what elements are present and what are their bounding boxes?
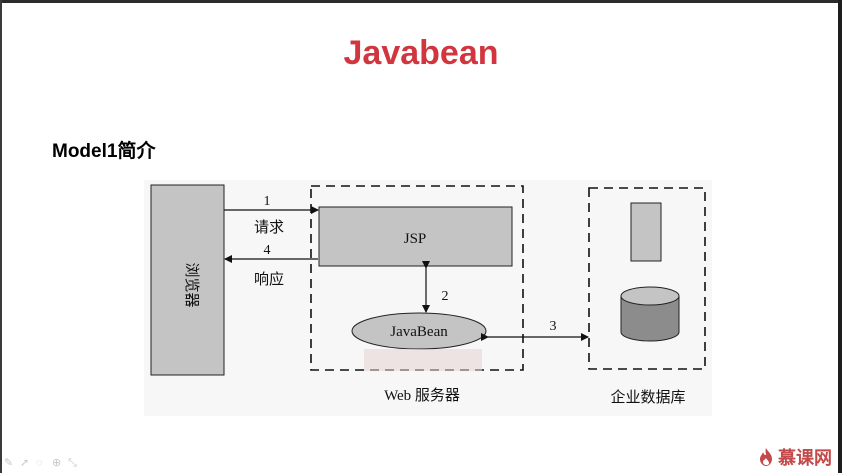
jsp-box (318, 206, 513, 267)
step2-number: 2 (442, 289, 449, 304)
step3-number: 3 (550, 319, 557, 334)
slide-title: Javabean (343, 34, 499, 72)
presentation-toolbar: ✎ ➚ ◌ ⊕ ⤡ (4, 457, 80, 469)
right-frame-border (838, 0, 842, 473)
database-label: 企业数据库 (610, 388, 685, 406)
step4-label: 响应 (254, 270, 284, 288)
browser-box (150, 184, 225, 376)
db-server-rect (630, 202, 662, 262)
left-frame-border (0, 0, 2, 473)
imooc-logo: 慕课网 (758, 444, 832, 470)
watermark-block (364, 349, 482, 371)
browser-label: 浏览器 (183, 262, 200, 307)
step1-label: 请求 (254, 219, 284, 236)
comment-icon[interactable]: ◌ (36, 457, 43, 469)
web-server-label: Web 服务器 (384, 387, 460, 404)
logo-text: 慕课网 (778, 448, 832, 469)
slide-subtitle: Model1简介 (52, 141, 156, 162)
step4-number: 4 (264, 243, 271, 258)
jsp-label: JSP (404, 231, 427, 247)
flame-icon (760, 448, 772, 466)
top-frame-border (0, 0, 842, 3)
pointer-icon[interactable]: ⤡ (68, 457, 77, 469)
javabean-label: JavaBean (390, 324, 448, 340)
database-cylinder-icon (620, 286, 680, 342)
zoom-icon[interactable]: ⊕ (52, 457, 62, 469)
pen-icon[interactable]: ✎ (4, 457, 14, 469)
arrow-icon[interactable]: ➚ (20, 457, 30, 469)
step1-number: 1 (264, 194, 271, 209)
database-container (588, 187, 706, 370)
